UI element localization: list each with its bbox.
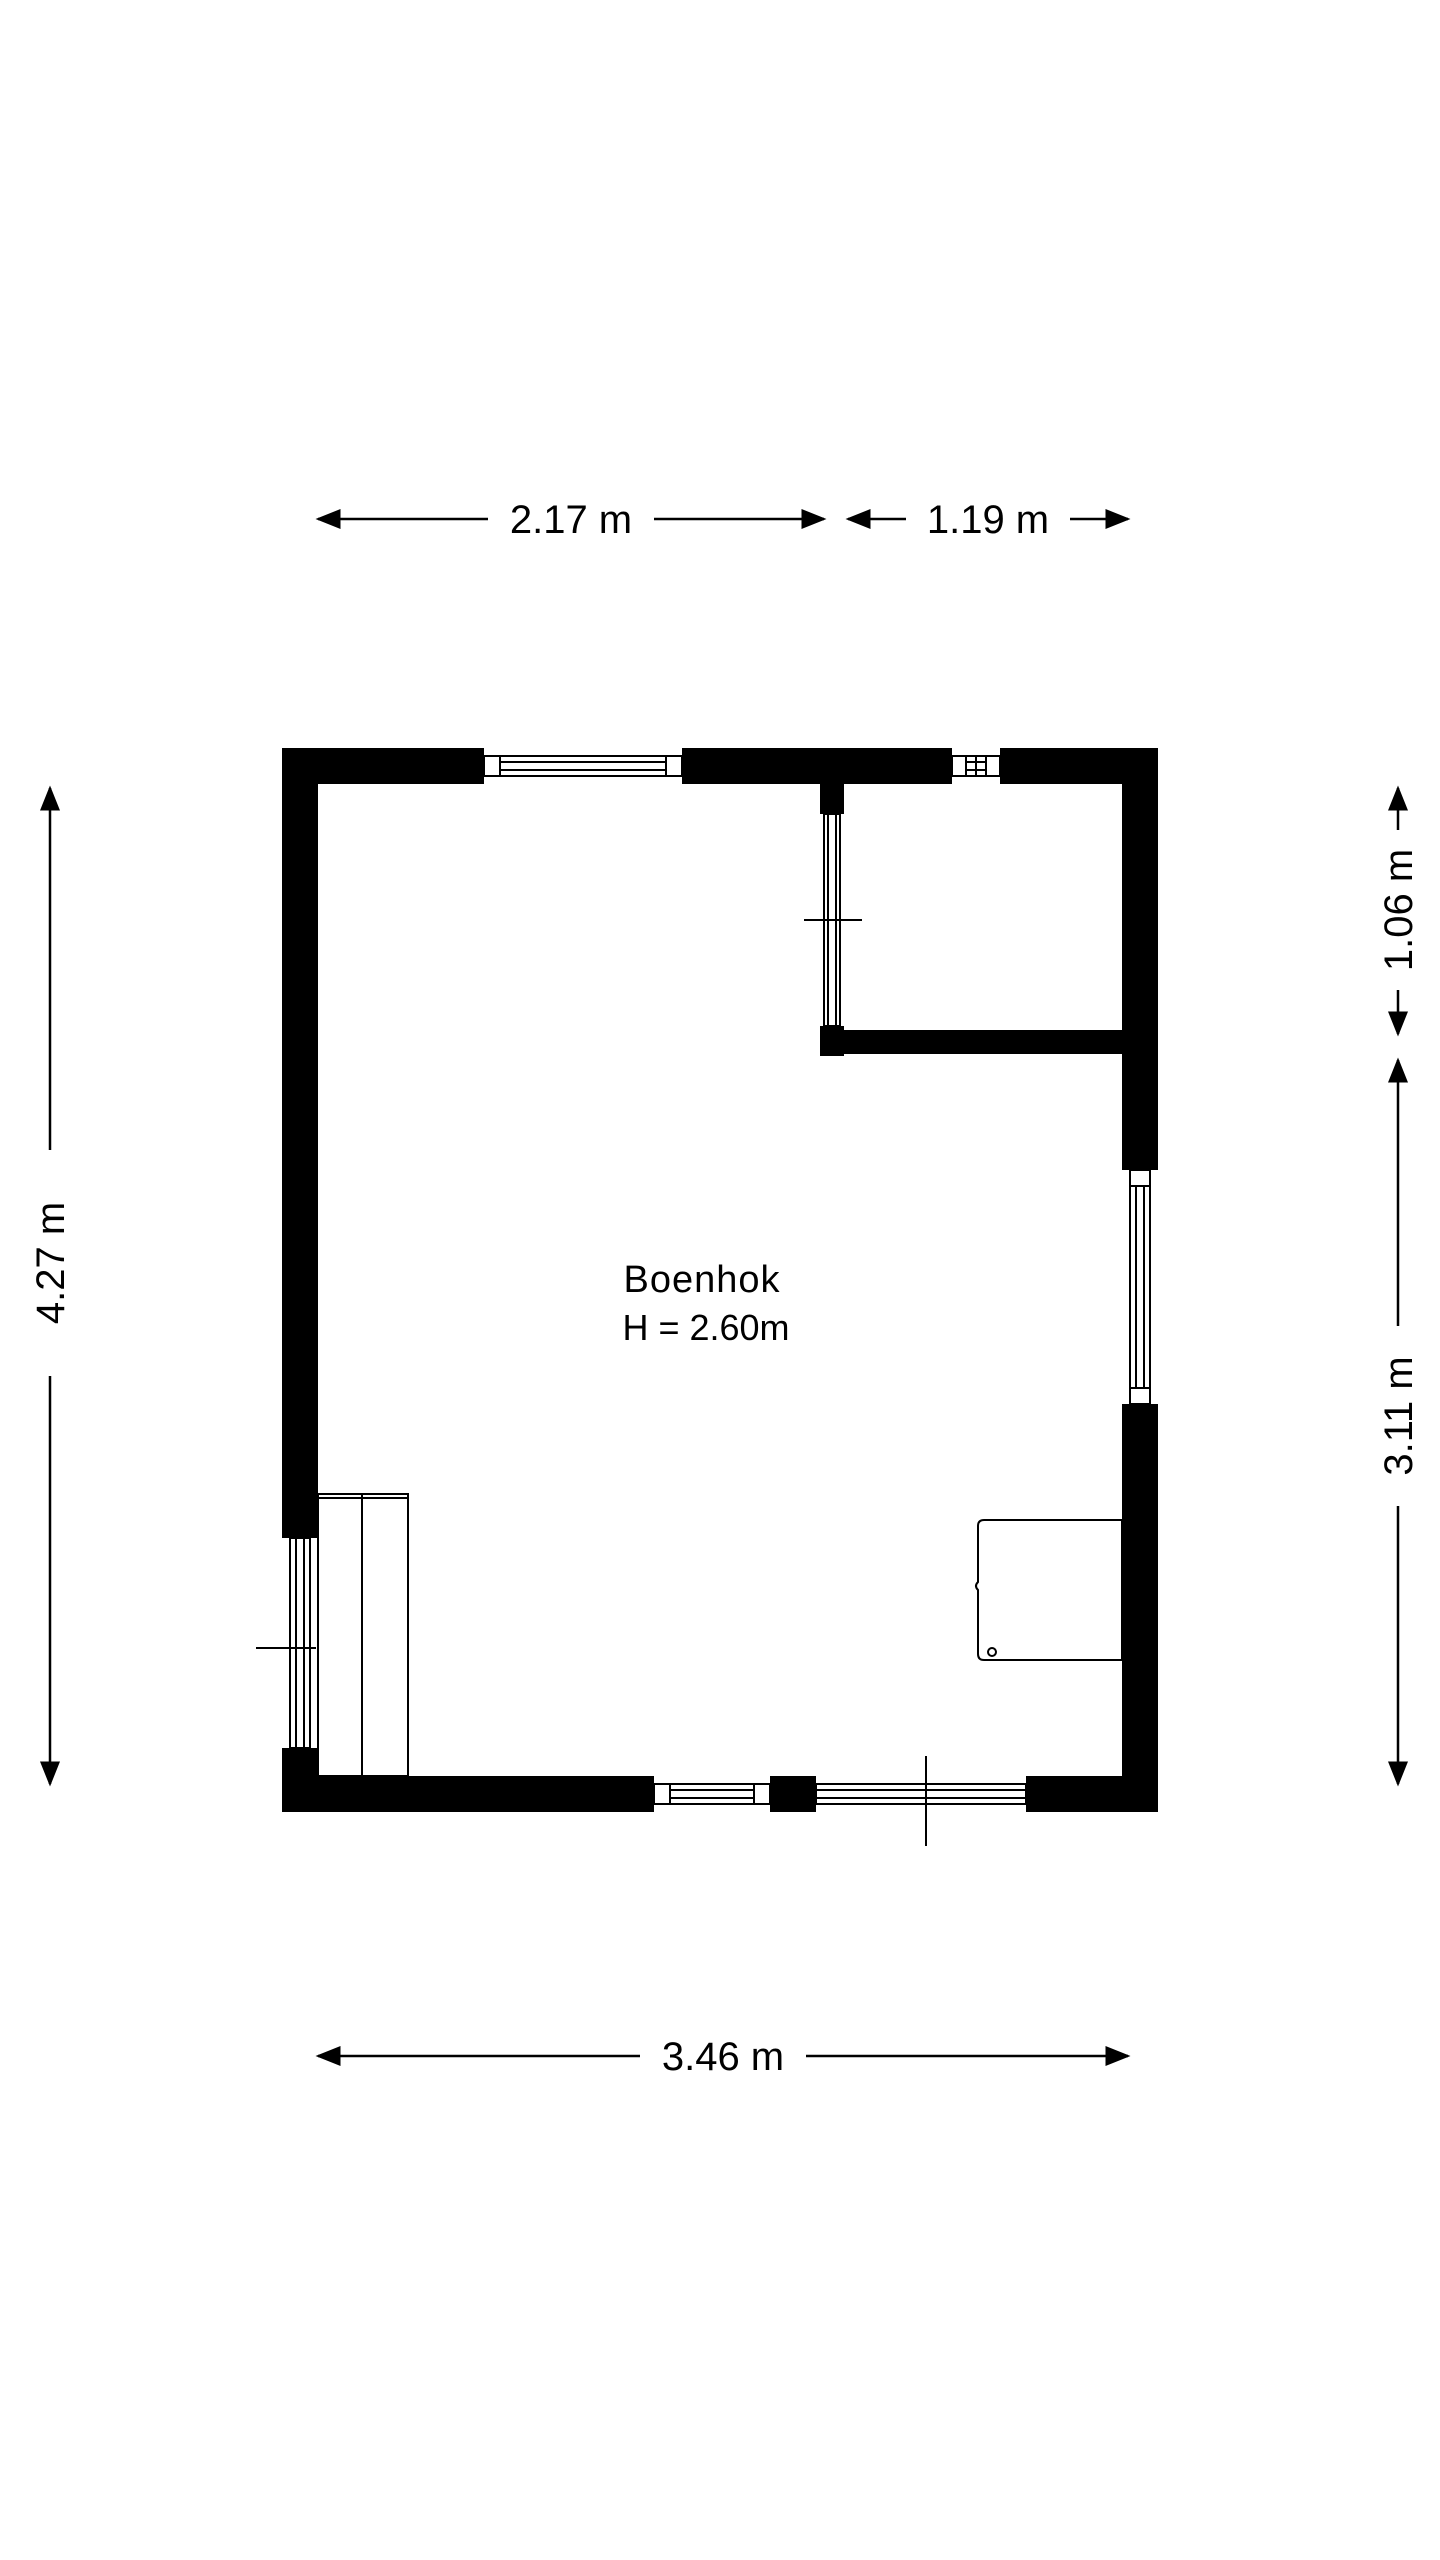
appliance-knob-icon xyxy=(987,1647,997,1657)
wall-bottom-pillar xyxy=(770,1776,816,1812)
dim-top-right: 1.19 m xyxy=(927,498,1049,542)
dim-top-left: 2.17 m xyxy=(510,498,632,542)
window-right xyxy=(1129,1169,1151,1405)
appliance-unit xyxy=(975,1519,1123,1661)
wall-top-middle xyxy=(682,748,952,784)
window-top-2 xyxy=(951,755,1001,777)
walls xyxy=(282,748,1158,1812)
closet-door xyxy=(804,813,862,1027)
dimension-lines xyxy=(40,509,1408,2066)
wall-closet-stub-top xyxy=(820,784,844,814)
openings xyxy=(256,755,1151,1846)
wall-bottom-left xyxy=(282,1776,654,1812)
wall-right-upper xyxy=(1122,748,1158,1170)
room-name: Boenhok xyxy=(623,1259,780,1301)
wall-closet-horizontal xyxy=(820,1030,1130,1054)
door-bottom xyxy=(815,1756,1027,1846)
counter-unit xyxy=(317,1493,409,1777)
window-top-1 xyxy=(483,755,683,777)
dim-right-bottom: 3.11 m xyxy=(1377,1356,1421,1475)
window-bottom-1 xyxy=(653,1783,771,1805)
dim-bottom: 3.46 m xyxy=(662,2035,784,2079)
room-height: H = 2.60m xyxy=(622,1307,789,1348)
wall-left-upper xyxy=(282,748,318,1538)
dim-right-top: 1.06 m xyxy=(1377,849,1421,971)
wall-bottom-right xyxy=(1026,1776,1158,1812)
fixtures xyxy=(317,1493,1123,1777)
dim-left: 4.27 m xyxy=(29,1202,73,1324)
window-left xyxy=(256,1537,316,1749)
wall-right-lower xyxy=(1122,1404,1158,1812)
